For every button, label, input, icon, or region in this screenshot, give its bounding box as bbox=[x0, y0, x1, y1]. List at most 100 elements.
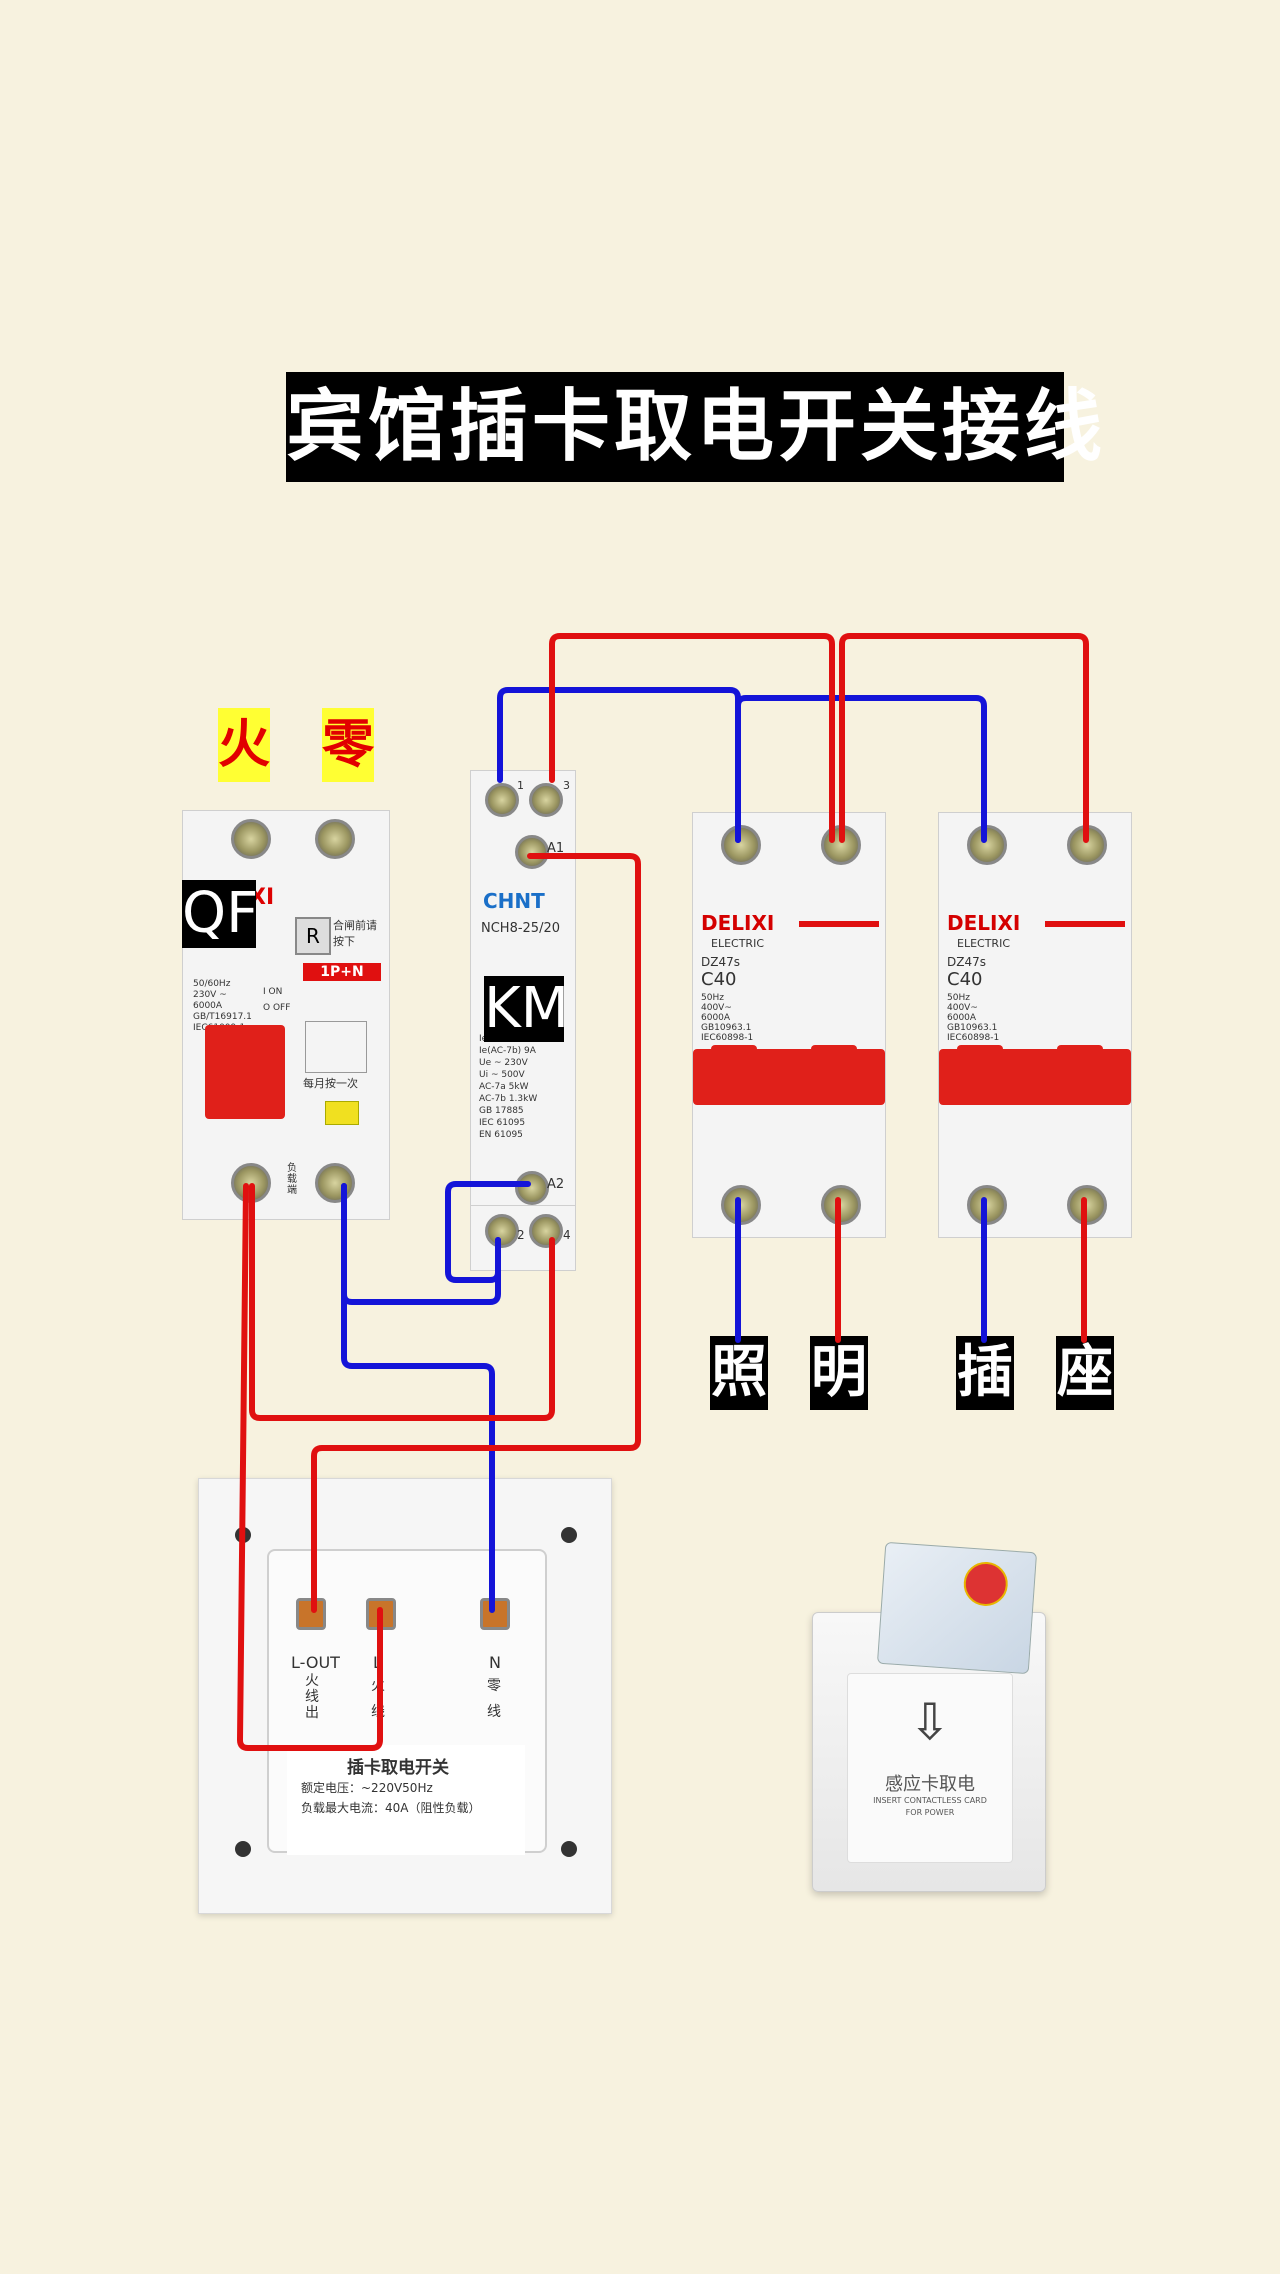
rcbo-terminal-neutral-in bbox=[315, 819, 355, 859]
breaker-socket-spec-2: 400V~ bbox=[947, 1003, 978, 1013]
breaker-lighting-sub: ELECTRIC bbox=[711, 937, 764, 950]
breaker-socket-handle-right[interactable] bbox=[1057, 1045, 1103, 1093]
mount-hole-br bbox=[561, 1841, 577, 1857]
contactor-spec-2: Ie(AC-7b) 9A bbox=[479, 1046, 536, 1056]
contactor-terminal-a1 bbox=[515, 835, 549, 869]
rcbo-breaker: XI R 合闸前请按下 1P+N 50/60Hz 230V ~ 6000A GB… bbox=[182, 810, 390, 1220]
contactor-a2-label: A2 bbox=[547, 1177, 565, 1192]
breaker-socket-rating: C40 bbox=[947, 969, 983, 990]
neutral-wires bbox=[341, 687, 987, 1613]
contactor-terminal-1-label: 1 bbox=[517, 779, 524, 792]
card-switch-name: 插卡取电开关 bbox=[347, 1758, 449, 1778]
card-holder-label-en-1: INSERT CONTACTLESS CARD bbox=[873, 1796, 987, 1805]
contactor-brand: CHNT bbox=[483, 889, 545, 913]
card-switch-terminal-lout bbox=[296, 1598, 326, 1630]
contactor-bottom-terminals: 2 4 bbox=[470, 1205, 576, 1271]
contactor-model: NCH8-25/20 bbox=[481, 921, 561, 936]
lighting-label-1: 照 bbox=[710, 1336, 768, 1410]
contactor-terminal-4-label: 4 bbox=[563, 1228, 571, 1242]
breaker-socket-spec-3: 6000A bbox=[947, 1013, 977, 1023]
card-holder-label-cn: 感应卡取电 bbox=[885, 1774, 975, 1795]
rcbo-handle[interactable] bbox=[205, 1025, 285, 1119]
contactor-terminal-2-label: 2 bbox=[517, 1228, 525, 1242]
breaker-socket-handle-left[interactable] bbox=[957, 1045, 1003, 1093]
live-wire-rcbo-to-switch-l bbox=[237, 1183, 383, 1751]
breaker-socket: DELIXI ELECTRIC DZ47s C40 50Hz 400V~ 600… bbox=[938, 812, 1132, 1238]
rcbo-monthly-note: 每月按一次 bbox=[303, 1077, 358, 1090]
breaker-socket-sub: ELECTRIC bbox=[957, 937, 1010, 950]
live-tag: 火 bbox=[218, 708, 270, 782]
card-holder-label-en-2: FOR POWER bbox=[905, 1808, 955, 1817]
breaker-lighting-stripe bbox=[799, 921, 879, 927]
card-switch-term-lout-cn: 火线出 bbox=[305, 1673, 319, 1721]
contactor-spec-9: EN 61095 bbox=[479, 1130, 523, 1140]
rcbo-spec-1: 50/60Hz bbox=[193, 979, 231, 989]
breaker-lighting-handle-left[interactable] bbox=[711, 1045, 757, 1093]
rcbo-spec-2: 230V ~ bbox=[193, 990, 227, 1000]
contactor-spec-3: Ue ~ 230V bbox=[479, 1058, 528, 1068]
contactor-terminal-a2 bbox=[515, 1171, 549, 1205]
rcbo-reset-button: R bbox=[295, 917, 331, 955]
breaker-lighting-spec-2: 400V~ bbox=[701, 1003, 732, 1013]
breaker-socket-specs: 50Hz 400V~ 6000A GB10963.1 IEC60898-1 bbox=[947, 993, 1017, 1043]
rcbo-terminal-neutral-out bbox=[315, 1163, 355, 1203]
breaker-lighting-handle-right[interactable] bbox=[811, 1045, 857, 1093]
contactor-terminal-1 bbox=[485, 783, 519, 817]
rcbo-spec-4: GB/T16917.1 bbox=[193, 1012, 252, 1022]
contactor-spec-6: AC-7b 1.3kW bbox=[479, 1094, 538, 1104]
neutral-wire-lighting-to-socket bbox=[735, 695, 987, 843]
card-switch-current: 负载最大电流：40A（阻性负载） bbox=[301, 1801, 481, 1815]
contactor-terminal-3-label: 3 bbox=[563, 779, 570, 792]
card-holder-face: ⇩ 感应卡取电 INSERT CONTACTLESS CARD FOR POWE… bbox=[847, 1673, 1013, 1863]
card-switch-label-panel bbox=[287, 1745, 525, 1855]
live-wire-contactor-to-lighting bbox=[549, 633, 835, 843]
socket-label-1: 插 bbox=[956, 1336, 1014, 1410]
rcbo-note: 合闸前请按下 bbox=[333, 919, 377, 948]
breaker-lighting-brand: DELIXI bbox=[701, 911, 775, 935]
qf-label: QF bbox=[182, 880, 259, 948]
rcbo-terminal-live-in bbox=[231, 819, 271, 859]
card-switch-term-n-cn: 零线 bbox=[487, 1678, 501, 1720]
contactor-spec-7: GB 17885 bbox=[479, 1106, 524, 1116]
socket-label-2: 座 bbox=[1056, 1336, 1114, 1410]
live-wires bbox=[237, 633, 1089, 1751]
contactor-a1-label: A1 bbox=[547, 841, 565, 856]
breaker-socket-brand: DELIXI bbox=[947, 911, 1021, 935]
contactor-terminal-3 bbox=[529, 783, 563, 817]
card-switch-term-lout: L-OUT bbox=[291, 1653, 340, 1672]
card-holder: ⇩ 感应卡取电 INSERT CONTACTLESS CARD FOR POWE… bbox=[812, 1541, 1046, 1892]
neutral-wire-rcbo-to-switch bbox=[341, 1183, 495, 1613]
breaker-lighting-spec-5: IEC60898-1 bbox=[701, 1033, 754, 1043]
rcbo-test-button[interactable] bbox=[325, 1101, 359, 1125]
card-switch: L-OUT 火线出 L 火线 N 零线 插卡取电开关 额定电压：~220V50H… bbox=[198, 1478, 612, 1914]
mount-hole-tr bbox=[561, 1527, 577, 1543]
mount-hole-bl bbox=[235, 1841, 251, 1857]
rcbo-off-mark: O OFF bbox=[263, 1003, 291, 1013]
contactor-spec-8: IEC 61095 bbox=[479, 1118, 526, 1128]
rcbo-pole-badge: 1P+N bbox=[303, 963, 381, 981]
breaker-lighting-spec-4: GB10963.1 bbox=[701, 1023, 752, 1033]
live-wire-rcbo-to-contactor bbox=[249, 1183, 555, 1421]
rcbo-load-mark: 负载端 bbox=[287, 1163, 297, 1196]
contactor-spec-4: Ui ~ 500V bbox=[479, 1070, 525, 1080]
contactor-terminal-4 bbox=[529, 1214, 563, 1248]
live-wire-lighting-to-socket bbox=[839, 633, 1089, 843]
breaker-socket-stripe bbox=[1045, 921, 1125, 927]
km-label: KM bbox=[484, 976, 570, 1042]
rcbo-spec-3: 6000A bbox=[193, 1001, 223, 1011]
card-switch-voltage: 额定电压：~220V50Hz bbox=[301, 1781, 433, 1795]
live-wire-a1-to-switch-lout bbox=[311, 853, 641, 1613]
breaker-lighting-model: DZ47s bbox=[701, 955, 740, 969]
rcbo-on-mark: I ON bbox=[263, 987, 283, 997]
neutral-wire-contactor-to-lighting bbox=[497, 687, 741, 843]
breaker-lighting-specs: 50Hz 400V~ 6000A GB10963.1 IEC60898-1 bbox=[701, 993, 771, 1043]
breaker-socket-spec-5: IEC60898-1 bbox=[947, 1033, 1000, 1043]
breaker-socket-model: DZ47s bbox=[947, 955, 986, 969]
breaker-lighting-terminal-n-in bbox=[721, 825, 761, 865]
breaker-lighting-rating: C40 bbox=[701, 969, 737, 990]
lighting-label-2: 明 bbox=[810, 1336, 868, 1410]
breaker-lighting-spec-3: 6000A bbox=[701, 1013, 731, 1023]
neutral-wire-a2-loop bbox=[445, 1181, 531, 1283]
contactor-terminal-2 bbox=[485, 1214, 519, 1248]
